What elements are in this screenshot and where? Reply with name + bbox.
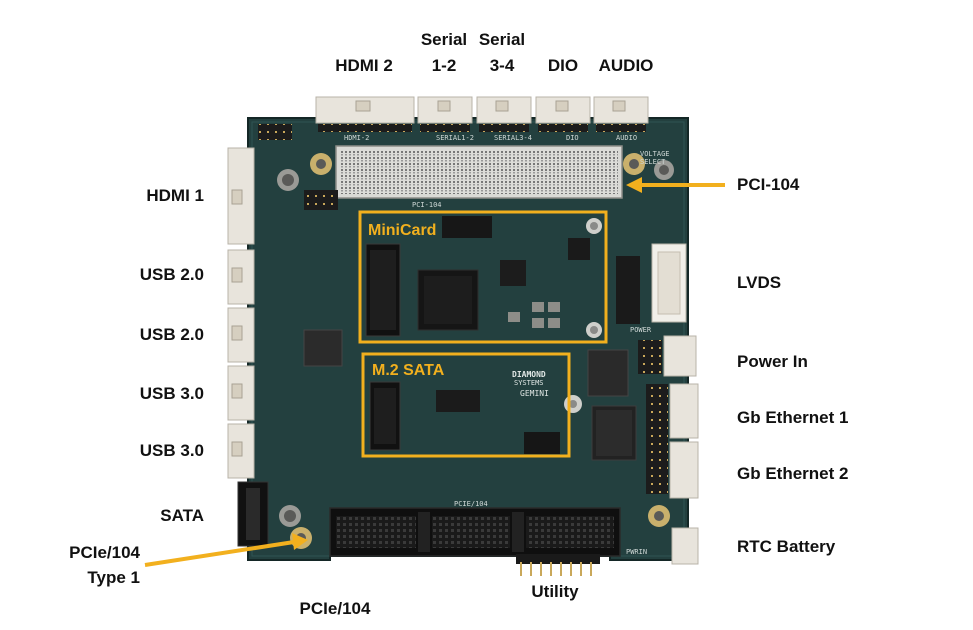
silk-serial34: SERIAL3-4: [494, 134, 532, 142]
gb-ethernet2-label: Gb Ethernet 2: [737, 464, 849, 483]
model-name: GEMINI: [520, 389, 549, 398]
utility-header: [516, 554, 600, 576]
hdmi1-label: HDMI 1: [146, 186, 204, 205]
silk-serial12: SERIAL1-2: [436, 134, 474, 142]
serial34-label-line2: 3-4: [489, 56, 515, 75]
inductor: [303, 329, 343, 367]
silk-hdmi2: HDMI-2: [344, 134, 370, 142]
minicard-label: MiniCard: [368, 222, 437, 239]
dio-label: DIO: [547, 56, 579, 75]
rtc-battery-label: RTC Battery: [737, 537, 836, 556]
board-components: [258, 124, 640, 461]
silk-voltage-select: VOLTAGE SELECT: [640, 150, 670, 166]
pcie104-type1-arrow: [144, 533, 308, 567]
m2-sata-highlight-box: [361, 352, 571, 458]
pcie104-type1-label-line2: Type 1: [87, 568, 140, 587]
pcie104-label: PCIe/104: [299, 599, 371, 618]
serial34-label-line1: Serial: [478, 30, 526, 49]
silk-audio: AUDIO: [616, 134, 638, 142]
lvds-label: LVDS: [737, 273, 782, 292]
power-in-label: Power In: [737, 352, 808, 371]
sata-label: SATA: [160, 506, 204, 525]
gb-eth1-connector: [669, 383, 699, 439]
usb30-label-a: USB 3.0: [139, 384, 204, 403]
silk-pwrin: PWRIN: [626, 548, 648, 556]
pcie104-type1-label-line1: PCIe/104: [69, 543, 140, 562]
silk-pci104: PCI-104: [412, 201, 442, 209]
silk-pcie104: PCIE/104: [454, 500, 488, 508]
minicard-highlight-box: [358, 210, 608, 344]
gb-ethernet1-label: Gb Ethernet 1: [737, 408, 849, 427]
right-connectors: [638, 243, 699, 565]
usb30-label-b: USB 3.0: [139, 441, 204, 460]
pci104-label: PCI-104: [737, 175, 800, 194]
serial12-label-line2: 1-2: [431, 56, 457, 75]
audio-label: AUDIO: [598, 56, 654, 75]
left-connectors: [227, 147, 269, 547]
usb20-label-a: USB 2.0: [139, 265, 204, 284]
m2-sata-label: M.2 SATA: [372, 362, 445, 379]
serial12-label-line1: Serial: [420, 30, 468, 49]
rtc-battery-connector: [671, 527, 699, 565]
gb-eth2-connector: [669, 441, 699, 499]
logo-line1: DIAMOND: [512, 370, 546, 379]
pci104-arrow: [626, 177, 725, 193]
power-in-connector: [663, 335, 697, 377]
logo-line2: SYSTEMS: [514, 379, 544, 387]
silk-dio: DIO: [566, 134, 579, 142]
top-connectors: [315, 96, 649, 132]
hdmi2-label: HDMI 2: [335, 56, 393, 75]
silk-power: POWER: [630, 326, 652, 334]
usb20-label-b: USB 2.0: [139, 325, 204, 344]
power-inductor: [587, 349, 629, 397]
utility-label: Utility: [531, 582, 579, 601]
